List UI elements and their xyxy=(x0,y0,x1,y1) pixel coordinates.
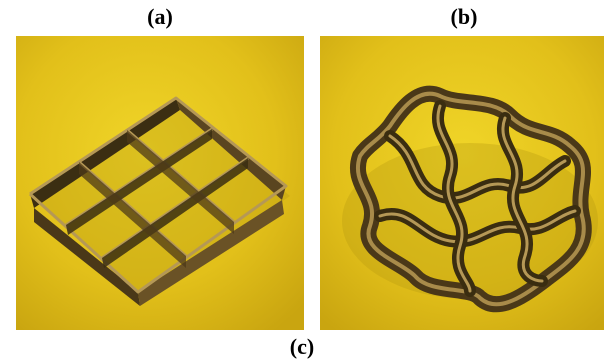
panel-label-b: (b) xyxy=(450,4,478,29)
curved-lattice-frame-icon xyxy=(320,36,604,330)
panel-label-a: (a) xyxy=(147,4,173,29)
photo-curved-lattice xyxy=(320,36,604,330)
panel-label-c: (c) xyxy=(289,334,315,359)
photo-square-lattice xyxy=(16,36,304,330)
square-lattice-frame-icon xyxy=(16,36,304,330)
